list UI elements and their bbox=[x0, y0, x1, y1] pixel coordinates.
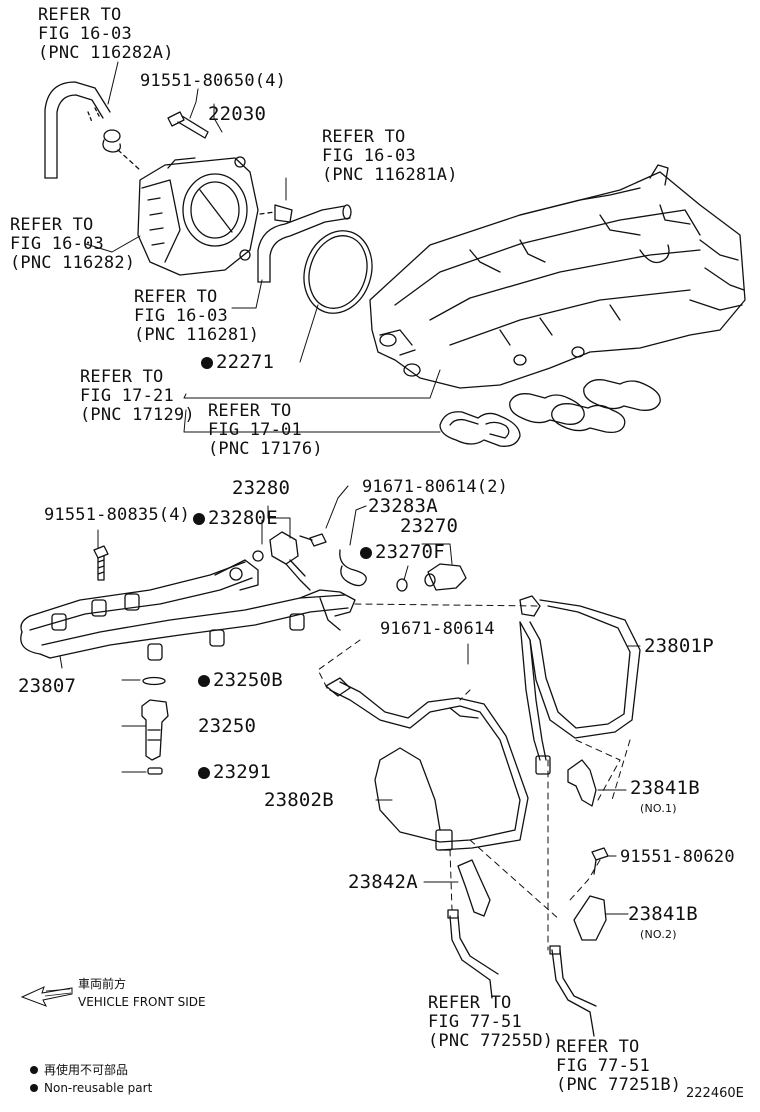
clamp-23841b-no1 bbox=[568, 760, 596, 806]
label-91551-80620: 91551-80620 bbox=[620, 847, 735, 867]
fuel-tube-23802b bbox=[326, 678, 528, 850]
label-23283a: 23283A bbox=[368, 495, 438, 517]
label-23841b-no1: 23841B bbox=[630, 777, 700, 799]
label-23802b: 23802B bbox=[264, 789, 334, 811]
ref-fig-16-03-c: REFER TO FIG 16-03 (PNC 116282) bbox=[10, 215, 136, 273]
bolt-91671-80614-2 bbox=[300, 534, 326, 546]
non-reusable-dot-icon bbox=[360, 547, 372, 559]
label-23280: 23280 bbox=[232, 477, 291, 499]
clamp-23841b-no2 bbox=[574, 896, 606, 940]
non-reusable-legend: 再使用不可部品 Non-reusable part bbox=[30, 1062, 152, 1096]
figure-id: 222460E bbox=[686, 1086, 744, 1101]
hose-116281 bbox=[258, 205, 351, 282]
filled-dot-icon bbox=[30, 1084, 38, 1092]
manifold-gaskets bbox=[440, 380, 660, 447]
label-23270: 23270 bbox=[400, 515, 459, 537]
label-23280e: 23280E bbox=[193, 508, 278, 529]
front-en: VEHICLE FRONT SIDE bbox=[78, 995, 206, 1009]
label-91671-80614-2: 91671-80614(2) bbox=[362, 477, 509, 497]
pulsation-damper bbox=[397, 564, 466, 591]
ref-fig-16-03-b: REFER TO FIG 16-03 (PNC 116281A) bbox=[322, 127, 458, 185]
non-reusable-dot-icon bbox=[193, 513, 205, 525]
injector-parts bbox=[142, 678, 168, 775]
ref-fig-17-21: REFER TO FIG 17-21 (PNC 17129) bbox=[80, 367, 195, 425]
ref-fig-77-51-b: REFER TO FIG 77-51 (PNC 77251B) bbox=[556, 1037, 682, 1095]
non-reusable-dot-icon bbox=[198, 767, 210, 779]
label-23291: 23291 bbox=[198, 762, 271, 783]
label-91551-80835: 91551-80835(4) bbox=[44, 505, 191, 525]
ref-fig-16-03-d: REFER TO FIG 16-03 (PNC 116281) bbox=[134, 287, 260, 345]
label-91551-80650: 91551-80650(4) bbox=[140, 71, 287, 91]
pressure-regulator-23280 bbox=[253, 532, 310, 590]
ref-fig-77-51-d: REFER TO FIG 77-51 (PNC 77255D) bbox=[428, 993, 554, 1051]
bolt-91551-80650 bbox=[168, 112, 208, 138]
ref-fig-17-01: REFER TO FIG 17-01 (PNC 17176) bbox=[208, 401, 323, 459]
intake-manifold bbox=[370, 165, 745, 388]
label-23250: 23250 bbox=[198, 715, 257, 737]
label-23270f: 23270F bbox=[360, 542, 445, 563]
label-91671-80614: 91671-80614 bbox=[380, 619, 495, 639]
fuel-rail bbox=[21, 560, 355, 660]
label-22271: 22271 bbox=[201, 352, 274, 373]
clip-23283a bbox=[340, 550, 366, 586]
front-jp: 車両前方 bbox=[78, 977, 127, 991]
ref-fig-16-03-a: REFER TO FIG 16-03 (PNC 116282A) bbox=[38, 5, 174, 63]
note-no2: (NO.2) bbox=[640, 928, 677, 941]
non-reusable-dot-icon bbox=[201, 357, 213, 369]
fuel-tube-23801p bbox=[520, 596, 640, 774]
tube-77255d bbox=[448, 910, 498, 998]
bolt-91551-80835 bbox=[94, 546, 108, 580]
tube-77251b bbox=[550, 946, 596, 1036]
front-arrow-icon bbox=[22, 987, 72, 1006]
label-23250b: 23250B bbox=[198, 670, 283, 691]
clamp-23842a bbox=[458, 860, 490, 916]
label-22030: 22030 bbox=[208, 103, 267, 125]
label-23841b-no2: 23841B bbox=[628, 903, 698, 925]
gasket-22271 bbox=[294, 222, 383, 322]
vehicle-front-legend: 車両前方 VEHICLE FRONT SIDE bbox=[78, 976, 206, 1010]
label-23801p: 23801P bbox=[644, 635, 714, 657]
dashed-reference-lines bbox=[318, 604, 630, 950]
non-reusable-dot-icon bbox=[198, 675, 210, 687]
leader-lines bbox=[60, 62, 640, 914]
hose-116282 bbox=[45, 82, 140, 178]
label-23807: 23807 bbox=[18, 675, 77, 697]
filled-dot-icon bbox=[30, 1066, 38, 1074]
note-no1: (NO.1) bbox=[640, 802, 677, 815]
throttle-body bbox=[138, 157, 258, 275]
label-23842a: 23842A bbox=[348, 871, 418, 893]
